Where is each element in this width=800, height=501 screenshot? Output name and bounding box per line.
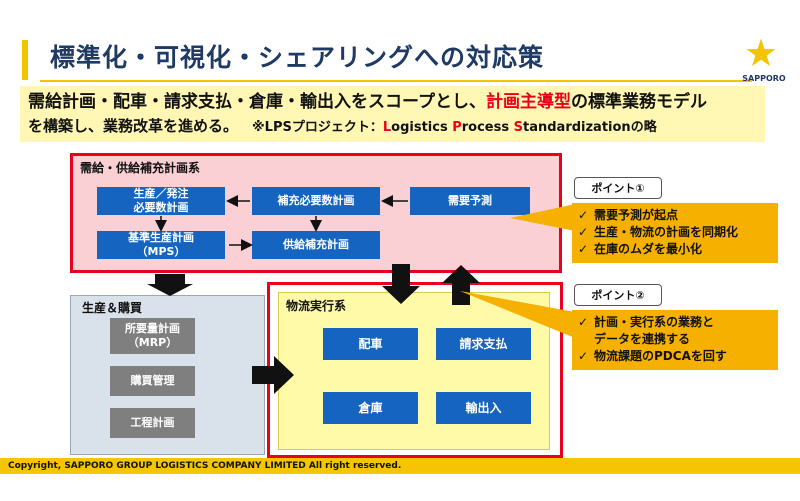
point-1-item-2: 生産・物流の計画を同期化 bbox=[594, 225, 739, 239]
banner-highlight: 計画主導型 bbox=[485, 92, 571, 112]
warehouse-box: 倉庫 bbox=[323, 392, 418, 424]
lps-note: ※LPSプロジェクト：Logistics Process Standardiza… bbox=[252, 120, 657, 135]
billing-label: 請求支払 bbox=[459, 337, 508, 351]
point-2-box: ✓ 計画・実行系の業務と データを連携する ✓ 物流課題のPDCAを回す bbox=[572, 310, 778, 370]
lps-note-prefix: ※LPSプロジェクト： bbox=[252, 120, 383, 135]
star-icon: ★ bbox=[744, 31, 779, 75]
check-icon: ✓ bbox=[578, 208, 589, 222]
point-1-item: ✓ 在庫のムダを最小化 bbox=[578, 241, 772, 258]
demand-forecast-label: 需要予測 bbox=[448, 194, 492, 207]
block-arrow-down-production bbox=[147, 274, 193, 296]
company-logo: ★ SAPPORO bbox=[736, 34, 792, 94]
check-icon: ✓ bbox=[578, 242, 589, 256]
mps-line2: （MPS） bbox=[136, 245, 186, 258]
banner-line1-pre: 需給計画・配車・請求支払・倉庫・輸出入をスコープとし、 bbox=[28, 92, 486, 112]
point-2-item-2: データを連携する bbox=[594, 332, 691, 346]
point-1-item: ✓ 生産・物流の計画を同期化 bbox=[578, 224, 772, 241]
lps-word-l: ogistics bbox=[391, 120, 453, 135]
process-plan-label: 工程計画 bbox=[130, 416, 175, 429]
import-export-label: 輸出入 bbox=[465, 401, 502, 415]
mps-line1: 基準生産計画 bbox=[128, 231, 194, 244]
banner-line2-main: を構築し、業務改革を進める。 bbox=[28, 117, 239, 135]
mrp-line1: 所要量計画 bbox=[125, 322, 180, 335]
supply-replenish-label: 供給補充計画 bbox=[283, 238, 349, 251]
replenish-need-box: 補充必要数計画 bbox=[252, 187, 380, 215]
logistics-panel bbox=[278, 292, 550, 450]
mrp-box: 所要量計画 （MRP） bbox=[110, 318, 195, 354]
point-1-box: ✓ 需要予測が起点 ✓ 生産・物流の計画を同期化 ✓ 在庫のムダを最小化 bbox=[572, 203, 778, 263]
point-1-tag: ポイント① bbox=[574, 177, 662, 199]
summary-banner: 需給計画・配車・請求支払・倉庫・輸出入をスコープとし、計画主導型の標準業務モデル… bbox=[20, 86, 765, 142]
lps-letter-l: L bbox=[382, 120, 392, 135]
logistics-label: 物流実行系 bbox=[286, 299, 347, 313]
purchasing-label: 購買管理 bbox=[130, 374, 175, 387]
lps-word-s: tandardizationの略 bbox=[523, 120, 657, 135]
page-title: 標準化・可視化・シェアリングへの対応策 bbox=[50, 43, 545, 72]
billing-box: 請求支払 bbox=[436, 328, 531, 360]
production-order-box: 生産／発注 必要数計画 bbox=[97, 187, 225, 215]
copyright-footer: Copyright, SAPPORO GROUP LOGISTICS COMPA… bbox=[0, 458, 800, 474]
production-order-line2: 必要数計画 bbox=[133, 201, 189, 214]
lps-letter-p: P bbox=[452, 120, 462, 135]
banner-line-2: を構築し、業務改革を進める。 ※LPSプロジェクト：Logistics Proce… bbox=[28, 114, 757, 140]
mrp-line2: （MRP） bbox=[127, 336, 178, 349]
check-icon: ✓ bbox=[578, 349, 589, 363]
lps-word-p: rocess bbox=[461, 120, 514, 135]
purchasing-box: 購買管理 bbox=[110, 366, 195, 396]
import-export-box: 輸出入 bbox=[436, 392, 531, 424]
title-underline bbox=[40, 80, 752, 82]
supply-planning-label: 需給・供給補充計画系 bbox=[80, 161, 201, 175]
point-2-item: ✓ 計画・実行系の業務と bbox=[578, 314, 772, 331]
production-order-line1: 生産／発注 bbox=[133, 187, 189, 200]
dispatch-box: 配車 bbox=[323, 328, 418, 360]
point-2-item-1: 計画・実行系の業務と bbox=[594, 315, 715, 329]
point-2-item: ✓ 物流課題のPDCAを回す bbox=[578, 348, 772, 365]
title-accent-bar bbox=[22, 40, 28, 80]
point-2-item: データを連携する bbox=[578, 331, 772, 348]
warehouse-label: 倉庫 bbox=[358, 401, 383, 415]
mps-box: 基準生産計画 （MPS） bbox=[97, 231, 225, 259]
check-icon: ✓ bbox=[578, 225, 589, 239]
dispatch-label: 配車 bbox=[358, 337, 383, 351]
banner-line-1: 需給計画・配車・請求支払・倉庫・輸出入をスコープとし、計画主導型の標準業務モデル bbox=[28, 90, 757, 114]
supply-replenish-box: 供給補充計画 bbox=[252, 231, 380, 259]
replenish-need-label: 補充必要数計画 bbox=[277, 194, 355, 207]
production-purchasing-label: 生産＆購買 bbox=[82, 301, 143, 315]
lps-letter-s: S bbox=[513, 120, 523, 135]
point-2-tag: ポイント② bbox=[574, 284, 662, 306]
point-1-item-1: 需要予測が起点 bbox=[594, 208, 679, 222]
check-icon: ✓ bbox=[578, 315, 589, 329]
logo-text: SAPPORO bbox=[742, 74, 786, 83]
process-plan-box: 工程計画 bbox=[110, 408, 195, 438]
point-1-item: ✓ 需要予測が起点 bbox=[578, 207, 772, 224]
point-1-item-3: 在庫のムダを最小化 bbox=[594, 242, 703, 256]
demand-forecast-box: 需要予測 bbox=[410, 187, 530, 215]
banner-line1-post: の標準業務モデル bbox=[570, 92, 707, 112]
point-2-item-3: 物流課題のPDCAを回す bbox=[594, 349, 727, 363]
